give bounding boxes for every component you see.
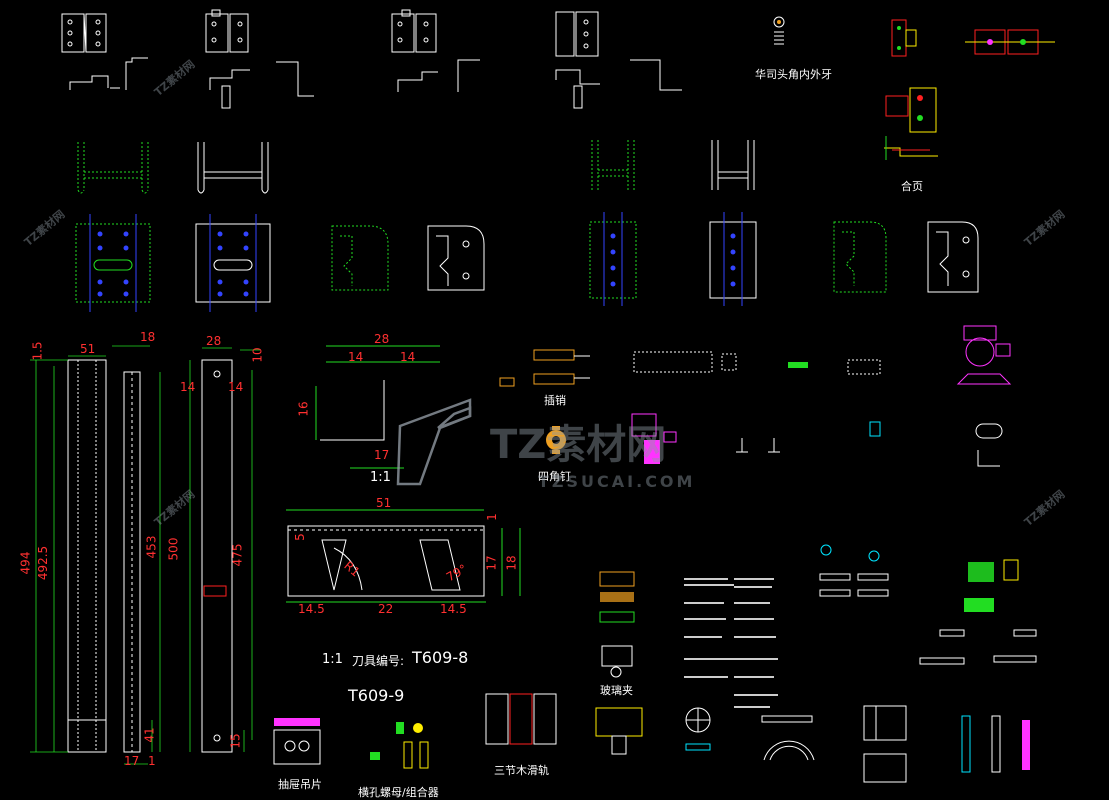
plate-green-2 — [589, 212, 637, 306]
dim-14d: 14 — [400, 350, 416, 364]
dim-51-mid: 51 — [376, 496, 392, 510]
dim-14-5a: 14.5 — [298, 602, 325, 616]
cam-plate-white-1 — [427, 225, 485, 291]
dowel-icons — [919, 629, 1037, 665]
dim-14c: 14 — [348, 350, 364, 364]
dim-475: 475 — [230, 543, 245, 567]
dim-14b: 14 — [228, 380, 244, 394]
label-cross-nut: 横孔螺母/组合器 — [358, 786, 439, 799]
dim-15: 15 — [228, 733, 243, 749]
side-profile-strip — [633, 351, 881, 375]
dim-5: 5 — [292, 533, 307, 541]
bracket-green-top-2 — [591, 140, 635, 190]
bracket-white-top — [197, 142, 269, 194]
cabinet-bracket — [595, 707, 711, 755]
dim-14a: 14 — [180, 380, 196, 394]
label-washer-thread: 华司头角内外牙 — [755, 68, 832, 81]
long-profile-right — [201, 359, 233, 753]
glass-clip-parts — [599, 571, 635, 678]
long-profile-left — [67, 359, 141, 753]
slot-part — [975, 423, 1003, 467]
cyan-clip — [869, 421, 881, 437]
dim-500: 500 — [166, 537, 181, 561]
slide-rail-profile — [485, 693, 557, 745]
dim-1-right: 1 — [484, 513, 499, 521]
cam-plate-white-2 — [927, 221, 979, 293]
label-tool-no: 刀具编号: — [352, 654, 405, 668]
dim-17-mid: 17 — [374, 448, 390, 462]
hinge-variant-3 — [391, 9, 480, 92]
label-hinge: 合页 — [901, 180, 923, 193]
hinge-variant-1 — [61, 13, 148, 90]
dim-17-bottom: 17 — [124, 754, 140, 768]
watermark-logo — [396, 398, 472, 486]
dim-22: 22 — [378, 602, 394, 616]
dim-28-left: 28 — [206, 334, 222, 348]
dim-10: 10 — [250, 347, 265, 363]
spec-text-block — [684, 578, 778, 708]
cam-plate-green-1 — [331, 225, 389, 291]
colored-hinge-1 — [891, 19, 917, 57]
label-four-claw-nut: 四角钉 — [538, 470, 571, 483]
dim-494: 494 — [18, 551, 33, 575]
label-glass-clip: 玻璃夹 — [600, 684, 633, 697]
pin-icons — [736, 438, 780, 453]
bracket-white-top-2 — [711, 140, 755, 190]
green-yellow-fitting — [964, 559, 1019, 612]
label-tool-no-1: T609-8 — [412, 648, 469, 667]
cross-nut-parts — [370, 722, 429, 769]
dim-51-top: 51 — [80, 342, 96, 356]
washer-icon — [773, 16, 785, 45]
plate-white-2 — [709, 212, 757, 306]
purple-latch — [956, 325, 1012, 385]
dim-18-right: 18 — [504, 555, 519, 571]
label-bolt: 插销 — [544, 394, 566, 407]
screw-icons — [819, 544, 889, 597]
hinge-variant-2 — [205, 9, 314, 109]
hinge-variant-4 — [555, 11, 682, 109]
dim-1-5: 1.5 — [30, 341, 45, 361]
round-hinge — [761, 715, 815, 761]
dim-41: 41 — [142, 727, 157, 743]
dim-1-bottom: 1 — [148, 754, 156, 768]
colored-hinge-2 — [965, 29, 1055, 55]
drawer-hanger-parts — [273, 718, 321, 765]
magenta-fitting — [631, 413, 677, 464]
four-claw-nut-icon — [546, 426, 566, 454]
label-drawer-hanger: 抽屉吊片 — [278, 778, 322, 791]
dimension-lines-right — [189, 347, 260, 752]
plate-green-1 — [75, 214, 151, 312]
dimension-lines-left — [30, 345, 161, 765]
dim-14-5b: 14.5 — [440, 602, 467, 616]
watermark-logo-cn: TZ素材网 — [490, 422, 667, 468]
cam-plate-green-2 — [833, 221, 887, 293]
dim-17-right: 17 — [484, 555, 499, 571]
bracket-green-top — [77, 142, 149, 194]
dim-16: 16 — [296, 401, 311, 417]
label-slide-rail: 三节木滑轨 — [494, 764, 549, 777]
dim-18: 18 — [140, 330, 156, 344]
dim-492-5: 492.5 — [36, 545, 51, 581]
square-frames — [863, 705, 907, 783]
label-scale-2: 1:1 — [322, 652, 343, 667]
watermark-logo-en: TZSUCAI.COM — [538, 472, 696, 491]
plate-white-1 — [195, 214, 271, 312]
label-scale-1: 1:1 — [370, 470, 391, 485]
dim-28-mid: 28 — [374, 332, 390, 346]
green-small-part — [788, 362, 808, 368]
anchor-screws — [961, 715, 1030, 773]
dim-453: 453 — [144, 535, 159, 559]
bolt-latch — [499, 349, 590, 387]
detail-section-1 — [315, 345, 440, 469]
colored-hinge-3 — [884, 87, 938, 160]
label-tool-no-2: T609-9 — [348, 686, 405, 705]
detail-section-2 — [286, 509, 521, 603]
